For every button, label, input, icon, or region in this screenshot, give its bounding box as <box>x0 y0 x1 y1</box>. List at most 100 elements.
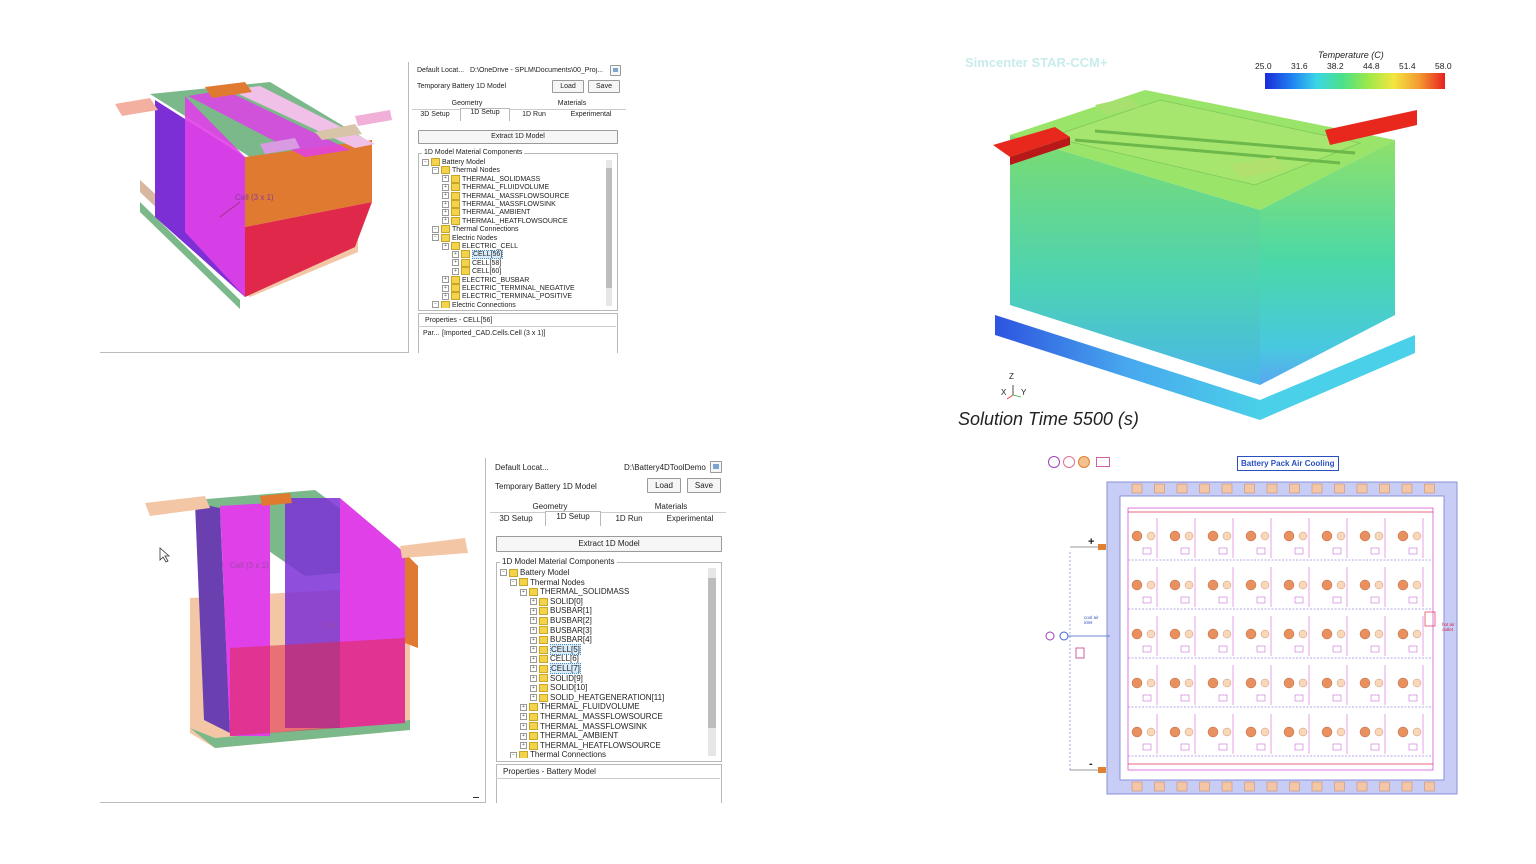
expand-toggle-icon[interactable]: + <box>442 175 449 183</box>
bottom-tab-3d-setup[interactable]: 3D Setup <box>499 514 533 523</box>
expand-toggle-icon[interactable]: + <box>520 722 527 730</box>
bottom-tree-item[interactable]: +THERMAL_SOLIDMASS <box>520 587 629 596</box>
expand-toggle-icon[interactable]: − <box>432 234 439 242</box>
expand-toggle-icon[interactable]: − <box>432 166 439 174</box>
top-tree-scrollbar[interactable] <box>606 160 612 306</box>
bottom-tab-experimental[interactable]: Experimental <box>666 514 714 523</box>
top-tree-item[interactable]: −Battery Model <box>422 158 485 166</box>
expand-toggle-icon[interactable]: + <box>442 192 449 200</box>
expand-toggle-icon[interactable]: + <box>530 617 537 625</box>
bottom-tree-item[interactable]: +CELL[7] <box>530 663 581 674</box>
bottom-tree-item[interactable]: +THERMAL_MASSFLOWSINK <box>520 722 647 731</box>
expand-toggle-icon[interactable]: + <box>442 217 449 225</box>
expand-toggle-icon[interactable]: − <box>500 569 507 577</box>
top-extract-button[interactable]: Extract 1D Model <box>418 130 618 144</box>
top-tree-item[interactable]: +THERMAL_SOLIDMASS <box>442 174 540 183</box>
expand-toggle-icon[interactable]: + <box>442 284 449 292</box>
top-tree-scroll-thumb[interactable] <box>606 168 612 288</box>
sim-icon-d[interactable] <box>1096 457 1110 467</box>
bottom-tab-1d-setup[interactable]: 1D Setup <box>545 511 601 526</box>
expand-toggle-icon[interactable]: + <box>520 588 527 596</box>
top-tree-item[interactable]: +ELECTRIC_BUSBAR <box>442 275 529 284</box>
expand-toggle-icon[interactable]: + <box>530 684 537 692</box>
expand-toggle-icon[interactable]: + <box>452 250 459 258</box>
expand-toggle-icon[interactable]: + <box>530 636 537 644</box>
expand-toggle-icon[interactable]: + <box>442 183 449 191</box>
bottom-tree-item[interactable]: +SOLID[10] <box>530 683 587 692</box>
bottom-browse-button[interactable] <box>710 461 722 473</box>
top-tree-item[interactable]: −Thermal Nodes <box>432 166 500 175</box>
expand-toggle-icon[interactable]: + <box>452 259 459 267</box>
top-tree-item[interactable]: +THERMAL_FLUIDVOLUME <box>442 183 549 192</box>
sim-icon-a[interactable] <box>1048 456 1060 468</box>
top-tree-item[interactable]: +ELECTRIC_TERMINAL_POSITIVE <box>442 292 572 301</box>
bottom-tree-item[interactable]: +CELL[6] <box>530 654 579 663</box>
top-save-button[interactable]: Save <box>588 80 620 93</box>
bottom-tree-scroll-thumb[interactable] <box>708 578 716 728</box>
sim-icon-c[interactable] <box>1078 456 1090 468</box>
top-3d-viewport[interactable]: Cell (3 x 1) <box>100 62 409 353</box>
schematic-view[interactable]: Battery Pack Air Cooling + - cool air in… <box>1040 452 1465 804</box>
bottom-load-button[interactable]: Load <box>647 478 681 493</box>
top-tab-geometry[interactable]: Geometry <box>451 100 483 107</box>
bottom-tree-item[interactable]: −Battery Model <box>500 568 569 577</box>
expand-toggle-icon[interactable]: + <box>530 665 537 673</box>
expand-toggle-icon[interactable]: + <box>520 713 527 721</box>
top-browse-button[interactable] <box>610 65 621 76</box>
bottom-tab-materials[interactable]: Materials <box>654 502 688 511</box>
top-tab-materials[interactable]: Materials <box>557 100 587 107</box>
bottom-extract-button[interactable]: Extract 1D Model <box>496 536 722 552</box>
bottom-3d-viewport[interactable]: Cell (3 x 1) Cell <box>100 458 486 803</box>
expand-toggle-icon[interactable]: + <box>442 276 449 284</box>
expand-toggle-icon[interactable]: + <box>530 674 537 682</box>
bottom-tree-item[interactable]: +BUSBAR[2] <box>530 616 592 625</box>
top-tree-item[interactable]: +THERMAL_MASSFLOWSINK <box>442 200 556 208</box>
bottom-tree-scrollbar[interactable] <box>708 568 716 756</box>
bottom-tree-item[interactable]: +SOLID_HEATGENERATION[11] <box>530 693 664 702</box>
expand-toggle-icon[interactable]: + <box>530 694 537 702</box>
expand-toggle-icon[interactable]: + <box>530 626 537 634</box>
expand-toggle-icon[interactable]: + <box>520 703 527 711</box>
expand-toggle-icon[interactable]: + <box>442 292 449 300</box>
expand-toggle-icon[interactable]: − <box>422 158 429 166</box>
expand-toggle-icon[interactable]: + <box>530 607 537 615</box>
top-tree-item[interactable]: +CELL[58] <box>452 258 501 267</box>
expand-toggle-icon[interactable]: − <box>432 225 439 233</box>
expand-toggle-icon[interactable]: + <box>530 598 537 606</box>
top-tree-item[interactable]: +THERMAL_HEATFLOWSOURCE <box>442 216 568 225</box>
bottom-tree-item[interactable]: +SOLID[0] <box>530 597 583 606</box>
expand-toggle-icon[interactable]: + <box>452 267 459 275</box>
expand-toggle-icon[interactable]: + <box>442 242 449 250</box>
simulation-result-view[interactable]: Simcenter STAR-CCM+ Temperature (C) 25.0… <box>955 45 1475 440</box>
expand-toggle-icon[interactable]: − <box>510 578 517 586</box>
top-tree-item[interactable]: −Thermal Connections <box>432 225 519 234</box>
bottom-tree-item[interactable]: +CELL[5] <box>530 643 581 655</box>
top-tab-1d-run[interactable]: 1D Run <box>522 111 546 118</box>
top-tab-3d-setup[interactable]: 3D Setup <box>420 111 450 118</box>
top-prop-value[interactable]: [Imported_CAD.Cells.Cell (3 x 1)] <box>442 330 546 337</box>
expand-toggle-icon[interactable]: − <box>510 751 517 758</box>
bottom-tab-1d-run[interactable]: 1D Run <box>615 514 643 523</box>
top-tree-item[interactable]: +THERMAL_MASSFLOWSOURCE <box>442 191 569 200</box>
expand-toggle-icon[interactable]: + <box>520 742 527 750</box>
bottom-tree-item[interactable]: +THERMAL_AMBIENT <box>520 731 618 740</box>
bottom-default-location-value[interactable]: D:\Battery4DToolDemo <box>624 463 706 472</box>
expand-toggle-icon[interactable]: + <box>530 655 537 663</box>
top-tree-item[interactable]: +THERMAL_AMBIENT <box>442 208 530 217</box>
expand-toggle-icon[interactable]: + <box>530 646 537 654</box>
expand-toggle-icon[interactable]: + <box>520 732 527 740</box>
top-tree-item[interactable]: +CELL[56] <box>452 250 504 260</box>
top-tab-1d-setup[interactable]: 1D Setup <box>460 108 510 121</box>
bottom-save-button[interactable]: Save <box>687 478 721 493</box>
bottom-tree-item[interactable]: −Thermal Nodes <box>510 578 585 587</box>
top-tree-item[interactable]: +ELECTRIC_TERMINAL_NEGATIVE <box>442 284 575 292</box>
expand-toggle-icon[interactable]: − <box>432 301 439 308</box>
top-tree-item[interactable]: −Electric Connections <box>432 300 516 308</box>
expand-toggle-icon[interactable]: + <box>442 200 449 208</box>
bottom-tab-geometry[interactable]: Geometry <box>532 502 568 511</box>
expand-toggle-icon[interactable]: + <box>442 208 449 216</box>
top-tree-item[interactable]: +ELECTRIC_CELL <box>442 242 518 250</box>
bottom-tree-item[interactable]: −Thermal Connections <box>510 750 606 758</box>
bottom-tree-item[interactable]: +BUSBAR[1] <box>530 606 592 615</box>
bottom-tree-item[interactable]: +THERMAL_MASSFLOWSOURCE <box>520 712 663 721</box>
